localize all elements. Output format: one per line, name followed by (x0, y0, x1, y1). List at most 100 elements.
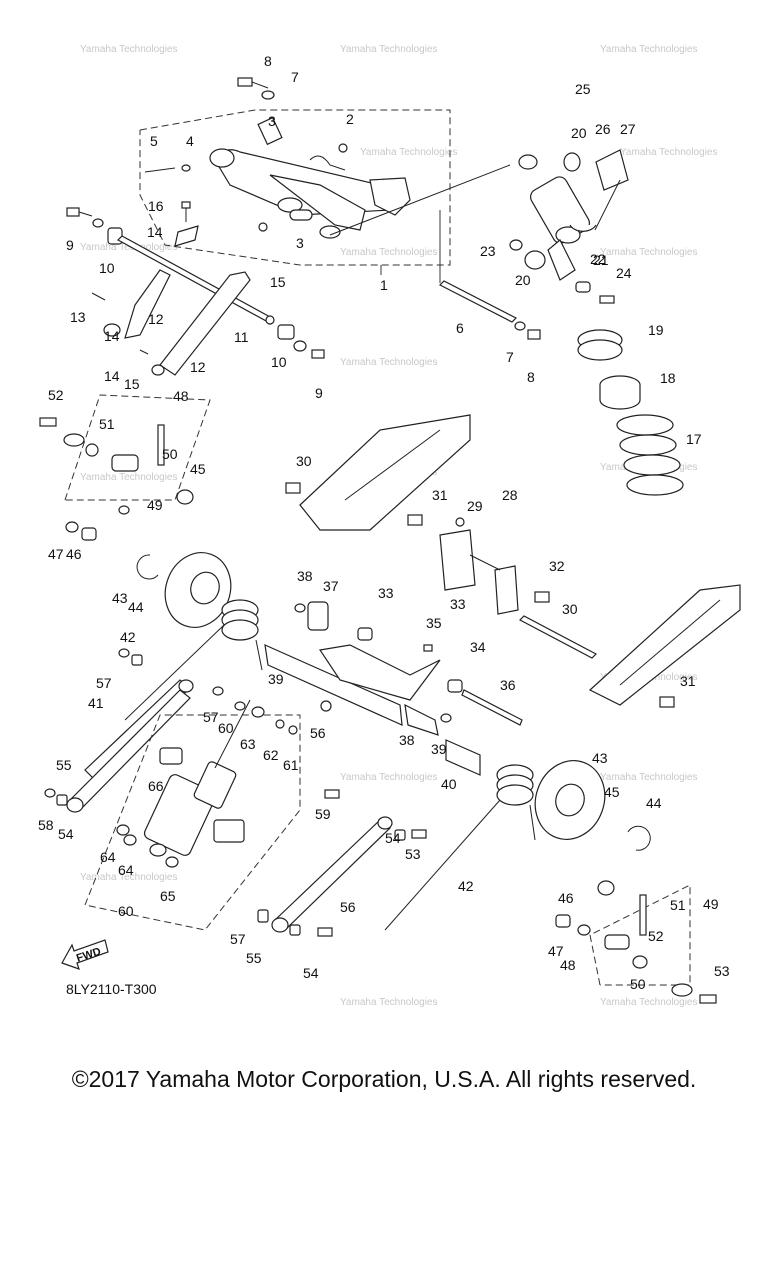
callout-51: 51 (670, 897, 686, 913)
watermark-text: Yamaha Technologies (340, 247, 437, 258)
callout-46: 46 (558, 890, 574, 906)
callout-27: 27 (620, 121, 636, 137)
watermark-text: Yamaha Technologies (340, 772, 437, 783)
callout-30: 30 (296, 453, 312, 469)
upper-bracket-assembly (285, 482, 675, 708)
callout-29: 29 (467, 498, 483, 514)
callout-19: 19 (648, 322, 664, 338)
callout-57: 57 (203, 709, 219, 725)
callout-14: 14 (104, 328, 120, 344)
callout-54: 54 (385, 830, 401, 846)
callout-2: 2 (346, 111, 354, 127)
front-axle-and-links (91, 225, 325, 376)
callout-44: 44 (128, 599, 144, 615)
callout-8: 8 (527, 369, 535, 385)
callout-8: 8 (264, 53, 272, 69)
callout-numbers: 1233456778899101011121213141414151516171… (38, 53, 730, 992)
callout-1: 1 (380, 277, 388, 293)
callout-47: 47 (48, 546, 64, 562)
callout-49: 49 (703, 896, 719, 912)
callout-14: 14 (104, 368, 120, 384)
watermark-text: Yamaha Technologies (600, 247, 697, 258)
wheel-mount-kits (39, 394, 717, 1004)
callout-50: 50 (630, 976, 646, 992)
callout-55: 55 (246, 950, 262, 966)
callout-53: 53 (405, 846, 421, 862)
callout-7: 7 (291, 69, 299, 85)
callout-62: 62 (263, 747, 279, 763)
callout-57: 57 (230, 931, 246, 947)
callout-44: 44 (646, 795, 662, 811)
callout-60: 60 (218, 720, 234, 736)
callout-64: 64 (118, 862, 134, 878)
rear-arm-assembly (139, 109, 451, 275)
callout-33: 33 (450, 596, 466, 612)
callout-65: 65 (160, 888, 176, 904)
watermark-text: Yamaha Technologies (600, 772, 697, 783)
watermark-text: Yamaha Technologies (80, 44, 177, 55)
callout-49: 49 (147, 497, 163, 513)
callout-22: 22 (590, 251, 606, 267)
callout-33: 33 (378, 585, 394, 601)
callout-13: 13 (70, 309, 86, 325)
rear-shock-absorber (329, 149, 684, 496)
callout-9: 9 (315, 385, 323, 401)
watermark-text: Yamaha Technologies (340, 44, 437, 55)
callout-56: 56 (310, 725, 326, 741)
center-pivot-arm (264, 601, 523, 776)
fwd-label: FWD (75, 946, 103, 965)
callout-12: 12 (190, 359, 206, 375)
callout-53: 53 (714, 963, 730, 979)
callout-17: 17 (686, 431, 702, 447)
watermark-text: Yamaha Technologies (340, 997, 437, 1008)
callout-35: 35 (426, 615, 442, 631)
callout-6: 6 (456, 320, 464, 336)
watermark-text: Yamaha Technologies (80, 872, 177, 883)
watermark-text: Yamaha Technologies (600, 997, 697, 1008)
shaft-6 (438, 210, 541, 340)
callout-40: 40 (441, 776, 457, 792)
callout-5: 5 (150, 133, 158, 149)
callout-43: 43 (592, 750, 608, 766)
callout-47: 47 (548, 943, 564, 959)
copyright-notice: ©2017 Yamaha Motor Corporation, U.S.A. A… (71, 1066, 697, 1092)
callout-66: 66 (148, 778, 164, 794)
callout-61: 61 (283, 757, 299, 773)
callout-15: 15 (124, 376, 140, 392)
callout-41: 41 (88, 695, 104, 711)
callout-31: 31 (432, 487, 448, 503)
idler-wheels (136, 552, 651, 851)
callout-9: 9 (66, 237, 74, 253)
callout-63: 63 (240, 736, 256, 752)
watermark-text: Yamaha Technologies (80, 472, 177, 483)
callout-50: 50 (162, 446, 178, 462)
callout-51: 51 (99, 416, 115, 432)
callout-28: 28 (502, 487, 518, 503)
callout-43: 43 (112, 590, 128, 606)
callout-46: 46 (66, 546, 82, 562)
callout-36: 36 (500, 677, 516, 693)
callout-45: 45 (190, 461, 206, 477)
callout-23: 23 (480, 243, 496, 259)
callout-11: 11 (234, 329, 249, 345)
callout-38: 38 (297, 568, 313, 584)
callout-14: 14 (147, 224, 163, 240)
callout-64: 64 (100, 849, 116, 865)
link-rods (44, 648, 427, 937)
callout-55: 55 (56, 757, 72, 773)
callout-15: 15 (270, 274, 286, 290)
callout-42: 42 (120, 629, 136, 645)
callout-24: 24 (616, 265, 632, 281)
callout-20: 20 (515, 272, 531, 288)
exploded-parts-diagram: Yamaha Technologies Yamaha Technologies … (38, 44, 741, 1008)
watermark-text: Yamaha Technologies (340, 357, 437, 368)
slide-rails (299, 414, 741, 706)
callout-38: 38 (399, 732, 415, 748)
torsion-springs (124, 599, 536, 931)
callout-52: 52 (48, 387, 64, 403)
callout-48: 48 (173, 388, 189, 404)
callout-45: 45 (604, 784, 620, 800)
watermark-text: Yamaha Technologies (600, 44, 697, 55)
watermark-text: Yamaha Technologies (360, 147, 457, 158)
callout-54: 54 (303, 965, 319, 981)
